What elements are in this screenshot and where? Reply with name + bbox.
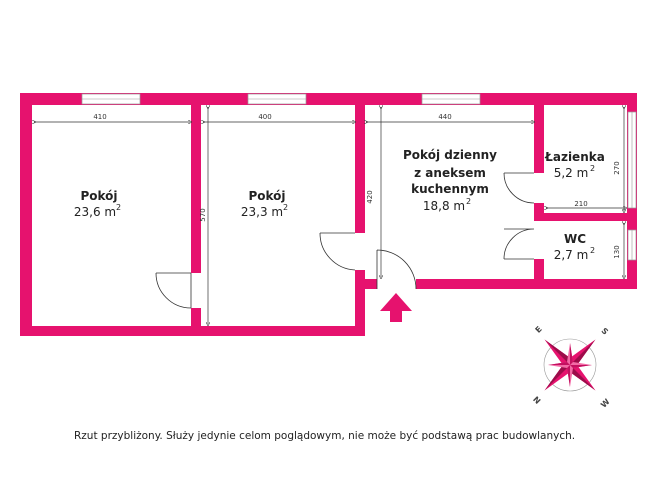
dim-room1-width: 410 bbox=[93, 113, 106, 121]
compass-rose-icon: E S W N bbox=[531, 325, 612, 410]
wall-left bbox=[20, 93, 32, 336]
dimension-labels: 410 400 440 570 420 270 210 130 bbox=[93, 113, 621, 259]
room3-name-line3: kuchennym bbox=[411, 182, 489, 196]
dim-height-middle: 420 bbox=[366, 190, 374, 203]
room5-name: WC bbox=[564, 232, 586, 246]
room3-area-sup: 2 bbox=[466, 197, 471, 206]
wall-partition-2b bbox=[355, 270, 365, 336]
wall-partition-2 bbox=[355, 93, 365, 233]
wall-bath-wc bbox=[534, 213, 637, 221]
compass-e: E bbox=[534, 325, 544, 335]
dim-wc-height: 130 bbox=[613, 245, 621, 258]
room1-name: Pokój bbox=[80, 189, 117, 203]
compass-s: S bbox=[599, 326, 610, 337]
wall-wc-left bbox=[534, 259, 544, 289]
room3-area: 18,8 m bbox=[423, 199, 465, 213]
dim-room2-width: 400 bbox=[258, 113, 271, 121]
wall-top bbox=[20, 93, 637, 105]
dim-bath-width: 210 bbox=[574, 200, 587, 208]
wall-partition-1 bbox=[191, 93, 201, 273]
door-entrance bbox=[376, 249, 417, 290]
walls bbox=[20, 93, 637, 336]
room3-name-line2: z aneksem bbox=[414, 166, 486, 180]
room2-name: Pokój bbox=[248, 189, 285, 203]
dim-bath-height: 270 bbox=[613, 161, 621, 174]
door-room1 bbox=[155, 272, 192, 309]
room1-area: 23,6 m bbox=[74, 205, 116, 219]
door-room2 bbox=[319, 232, 356, 271]
room4-name: Łazienka bbox=[544, 150, 605, 164]
room1-area-sup: 2 bbox=[116, 203, 121, 212]
dimension-lines bbox=[34, 107, 625, 324]
room2-area: 23,3 m bbox=[241, 205, 283, 219]
dim-height-left: 570 bbox=[199, 208, 207, 221]
wall-bottom-left bbox=[20, 326, 360, 336]
wall-bath-left bbox=[534, 93, 544, 173]
room3-name-line1: Pokój dzienny bbox=[403, 148, 497, 162]
wall-bath-left-b bbox=[534, 203, 544, 221]
compass-n: N bbox=[531, 395, 542, 406]
doors bbox=[155, 172, 535, 309]
door-bath bbox=[503, 172, 535, 204]
room4-area-sup: 2 bbox=[590, 164, 595, 173]
disclaimer-note: Rzut przybliżony. Służy jedynie celom po… bbox=[74, 430, 576, 442]
wall-partition-1b bbox=[191, 308, 201, 336]
room5-area-sup: 2 bbox=[590, 246, 595, 255]
wall-hall-left bbox=[355, 279, 377, 289]
dim-room3-width: 440 bbox=[438, 113, 451, 121]
room2-area-sup: 2 bbox=[283, 203, 288, 212]
wall-hall-right bbox=[416, 279, 637, 289]
room-labels: Pokój 23,6 m 2 Pokój 23,3 m 2 Pokój dzie… bbox=[74, 148, 605, 262]
room5-area: 2,7 m bbox=[554, 248, 589, 262]
room4-area: 5,2 m bbox=[554, 166, 589, 180]
door-wc bbox=[503, 228, 535, 260]
compass-w: W bbox=[599, 397, 612, 410]
window-lines bbox=[82, 98, 633, 260]
entrance-arrow-icon bbox=[380, 293, 412, 322]
